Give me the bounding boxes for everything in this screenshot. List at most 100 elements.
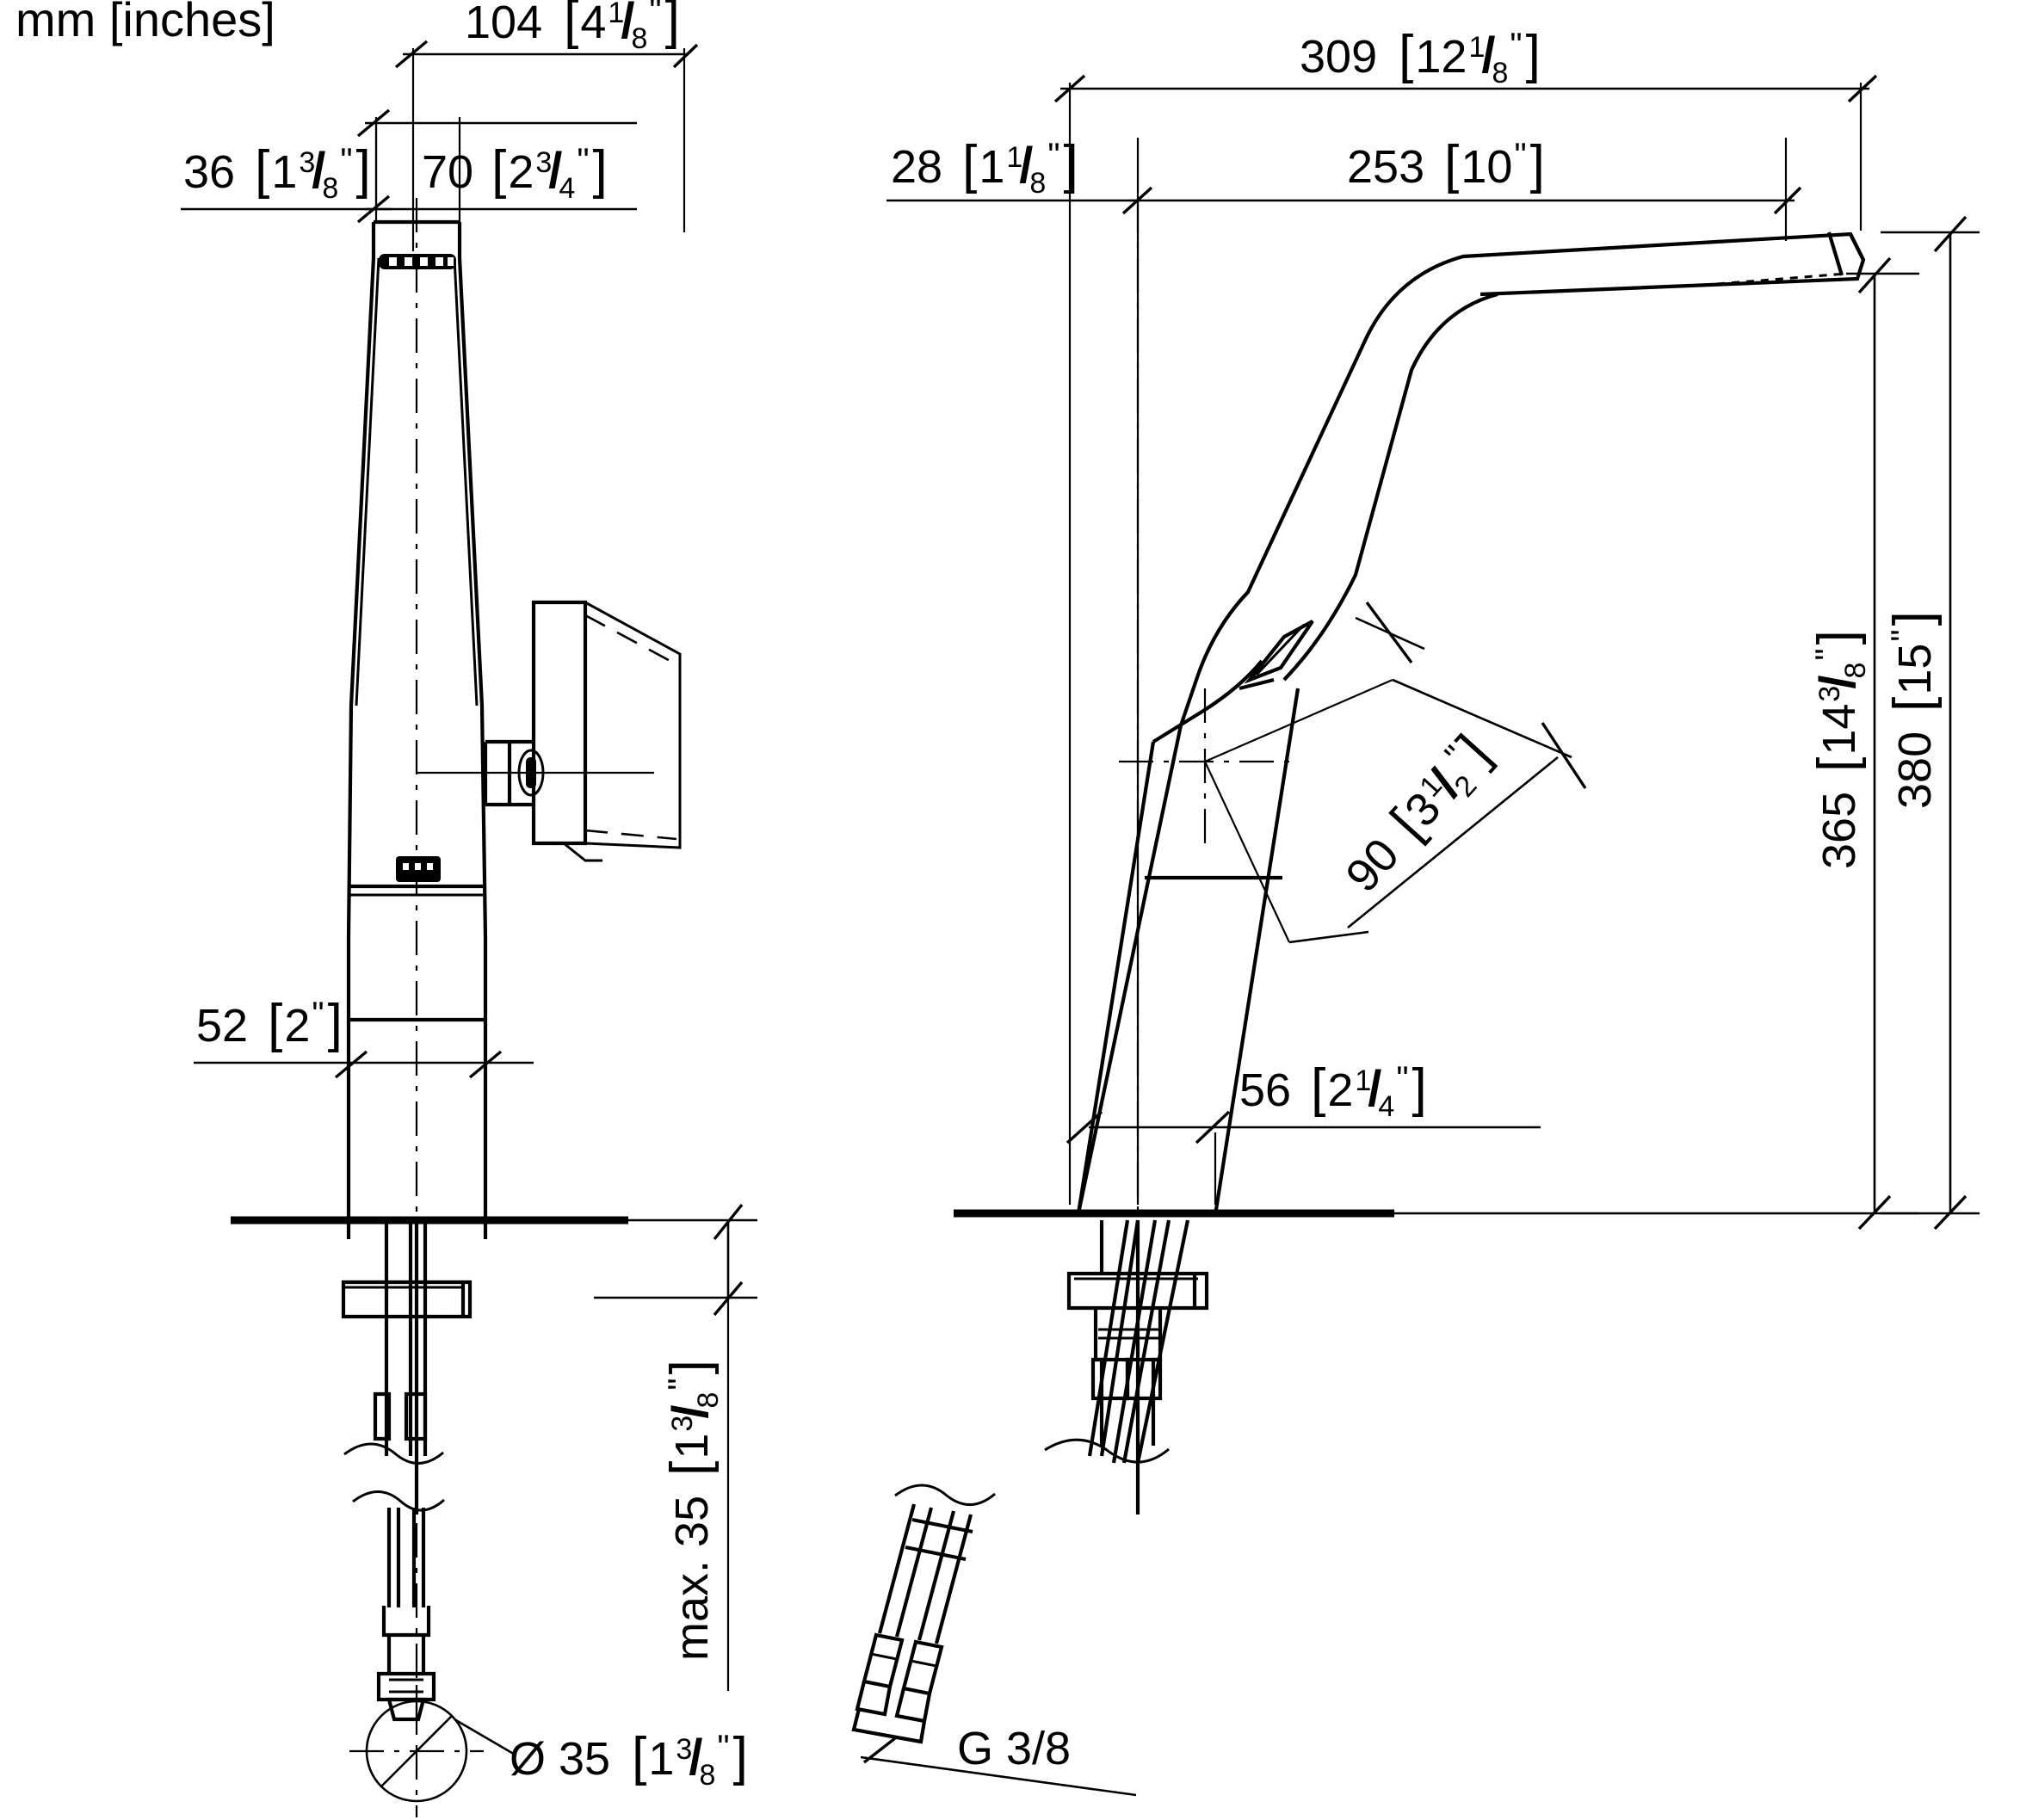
detail-tail [851,1708,927,1744]
hose-b-right [1121,1219,1171,1464]
svg-text:253 [10"]: 253 [10"] [1347,135,1545,194]
handle-open-outline [584,601,682,849]
dim-label-253: 253 [10"] [1347,135,1545,194]
supply-hose-front [352,1490,445,1722]
tick-309-left [1053,74,1086,103]
swivel-box-edge-3 [1288,930,1369,944]
hex-nut-right [404,1391,428,1441]
handle-lower-skirt [563,842,602,862]
dim-dia35-in-whole: 1 [648,1733,674,1785]
front-view-faucet: 104 [41/8"] 70 [23/4"] 36 [13/8"] [181,0,757,1817]
dim-label-36: 36 [13/8"] [183,140,371,205]
handle-bar-side-inner [1255,623,1306,676]
body-left-inner-line [355,257,380,706]
dim-label-104: 104 [41/8"] [465,0,680,55]
detail-fitting-left [862,1632,905,1689]
break-line-detail-top [894,1484,996,1506]
lever-handle-side-view [1239,620,1314,691]
dim-52-mm: 52 [196,1000,248,1052]
dim-36-in-den: 8 [322,172,338,205]
break-line-hose-top [352,1490,445,1512]
base-left-edge [1076,741,1156,1214]
hose-b-left [1111,1219,1158,1464]
tick-380-bottom [1933,1194,1967,1231]
svg-text:380 [15"]: 380 [15"] [1883,611,1943,809]
tick-90-top [1365,601,1413,664]
hose-connection-detail: G 3/8 [851,1484,1137,1797]
sensor-window-detail [403,863,433,870]
dim-max35-prefix: max. [666,1547,718,1661]
detail-end-left [855,1681,893,1717]
detail-end-right [894,1687,932,1724]
swivel-box-edge-2 [1204,761,1290,943]
detail-hose-2-left [917,1510,956,1641]
base-right-edge [1213,688,1300,1216]
break-line-shank [343,1442,444,1465]
dim-36-mm: 36 [183,146,235,198]
tick-52-left [334,1050,368,1079]
dim-309-in-num: 1 [1468,31,1485,64]
dim-70-in-whole: 2 [508,146,534,198]
svg-text:Ø 35 [13/8"]: Ø 35 [13/8"] [510,1727,748,1792]
handle-bar-base [1239,677,1275,691]
dim-label-dia35: Ø 35 [13/8"] [510,1727,748,1792]
dim-line-90-a [1392,678,1572,759]
spout-inner-profile [1282,292,1498,682]
dim-28-mm: 28 [891,141,942,193]
dim-365-mm: 365 [1813,792,1865,869]
dim-56-in-num: 1 [1355,1064,1371,1097]
dim-253-mm: 253 [1347,141,1424,193]
dim-56-in-whole: 2 [1327,1064,1353,1116]
detail-fitting-right [901,1639,944,1696]
tick-max35-top [713,1203,744,1241]
dim-label-max35: max. 35 [13/8"] [660,1360,725,1661]
below-deck-assembly-front [341,1224,473,1515]
svg-text:28 [11/8"]: 28 [11/8"] [891,135,1078,200]
spout-tip-edge [1849,233,1865,261]
dim-max35-mm: 35 [666,1496,718,1547]
dim-label-52: 52 [2"] [196,994,343,1053]
dim-104-in-den: 8 [631,22,647,55]
aerator-slot-holes [389,257,454,266]
handle-open-hidden-bottom [584,829,677,841]
dim-label-70: 70 [23/4"] [422,140,608,205]
mounting-washer [341,1280,473,1319]
leader-g38 [860,1755,1137,1797]
tick-104-right [672,43,699,69]
dim-380-mm: 380 [1889,731,1941,809]
dim-253-in-whole: 10 [1461,141,1512,193]
dim-309-mm: 309 [1300,31,1377,83]
dim-104-in-whole: 4 [580,0,606,48]
detail-hose-1-right [894,1507,934,1638]
dim-309-in-den: 8 [1492,57,1508,89]
dim-max35-in-den: 8 [692,1392,725,1409]
detail-hose-1-left [877,1503,917,1634]
hole-diameter-symbol [349,1685,517,1817]
side-view-faucet: 90 [31/2"] [886,25,1980,1515]
svg-text:56 [21/4"]: 56 [21/4"] [1239,1058,1427,1123]
svg-text:104 [41/8"]: 104 [41/8"] [465,0,680,55]
dim-max35-in-whole: 1 [666,1434,718,1459]
dim-36-in-num: 3 [299,146,315,179]
dim-52-in-whole: 2 [284,1000,310,1052]
body-right-inner-line [453,257,479,706]
dim-dia35-in-den: 8 [699,1759,715,1792]
tick-309-right [1847,74,1878,103]
dim-label-380: 380 [15"] [1883,611,1943,809]
svg-text:52 [2"]: 52 [2"] [196,994,343,1053]
swivel-box-edge-1 [1204,678,1393,763]
dim-dia35-prefix: Ø [510,1733,559,1785]
dim-label-28: 28 [11/8"] [891,135,1078,200]
dim-dia35-in-num: 3 [676,1733,692,1766]
svg-text:70 [23/4"]: 70 [23/4"] [422,140,608,205]
dim-70-in-num: 3 [535,146,552,179]
dim-309-in-whole: 12 [1415,31,1467,83]
handle-bar-side [1244,620,1314,684]
hose-a-left [1087,1219,1130,1457]
detail-fitting-line-2 [910,1659,937,1668]
handle-open-hidden-top [584,614,677,666]
hole-leader [454,1718,517,1757]
dim-max35-in-num: 3 [666,1416,699,1432]
spout-outer-profile [1076,231,1866,1214]
base-shoulder [1152,659,1263,743]
